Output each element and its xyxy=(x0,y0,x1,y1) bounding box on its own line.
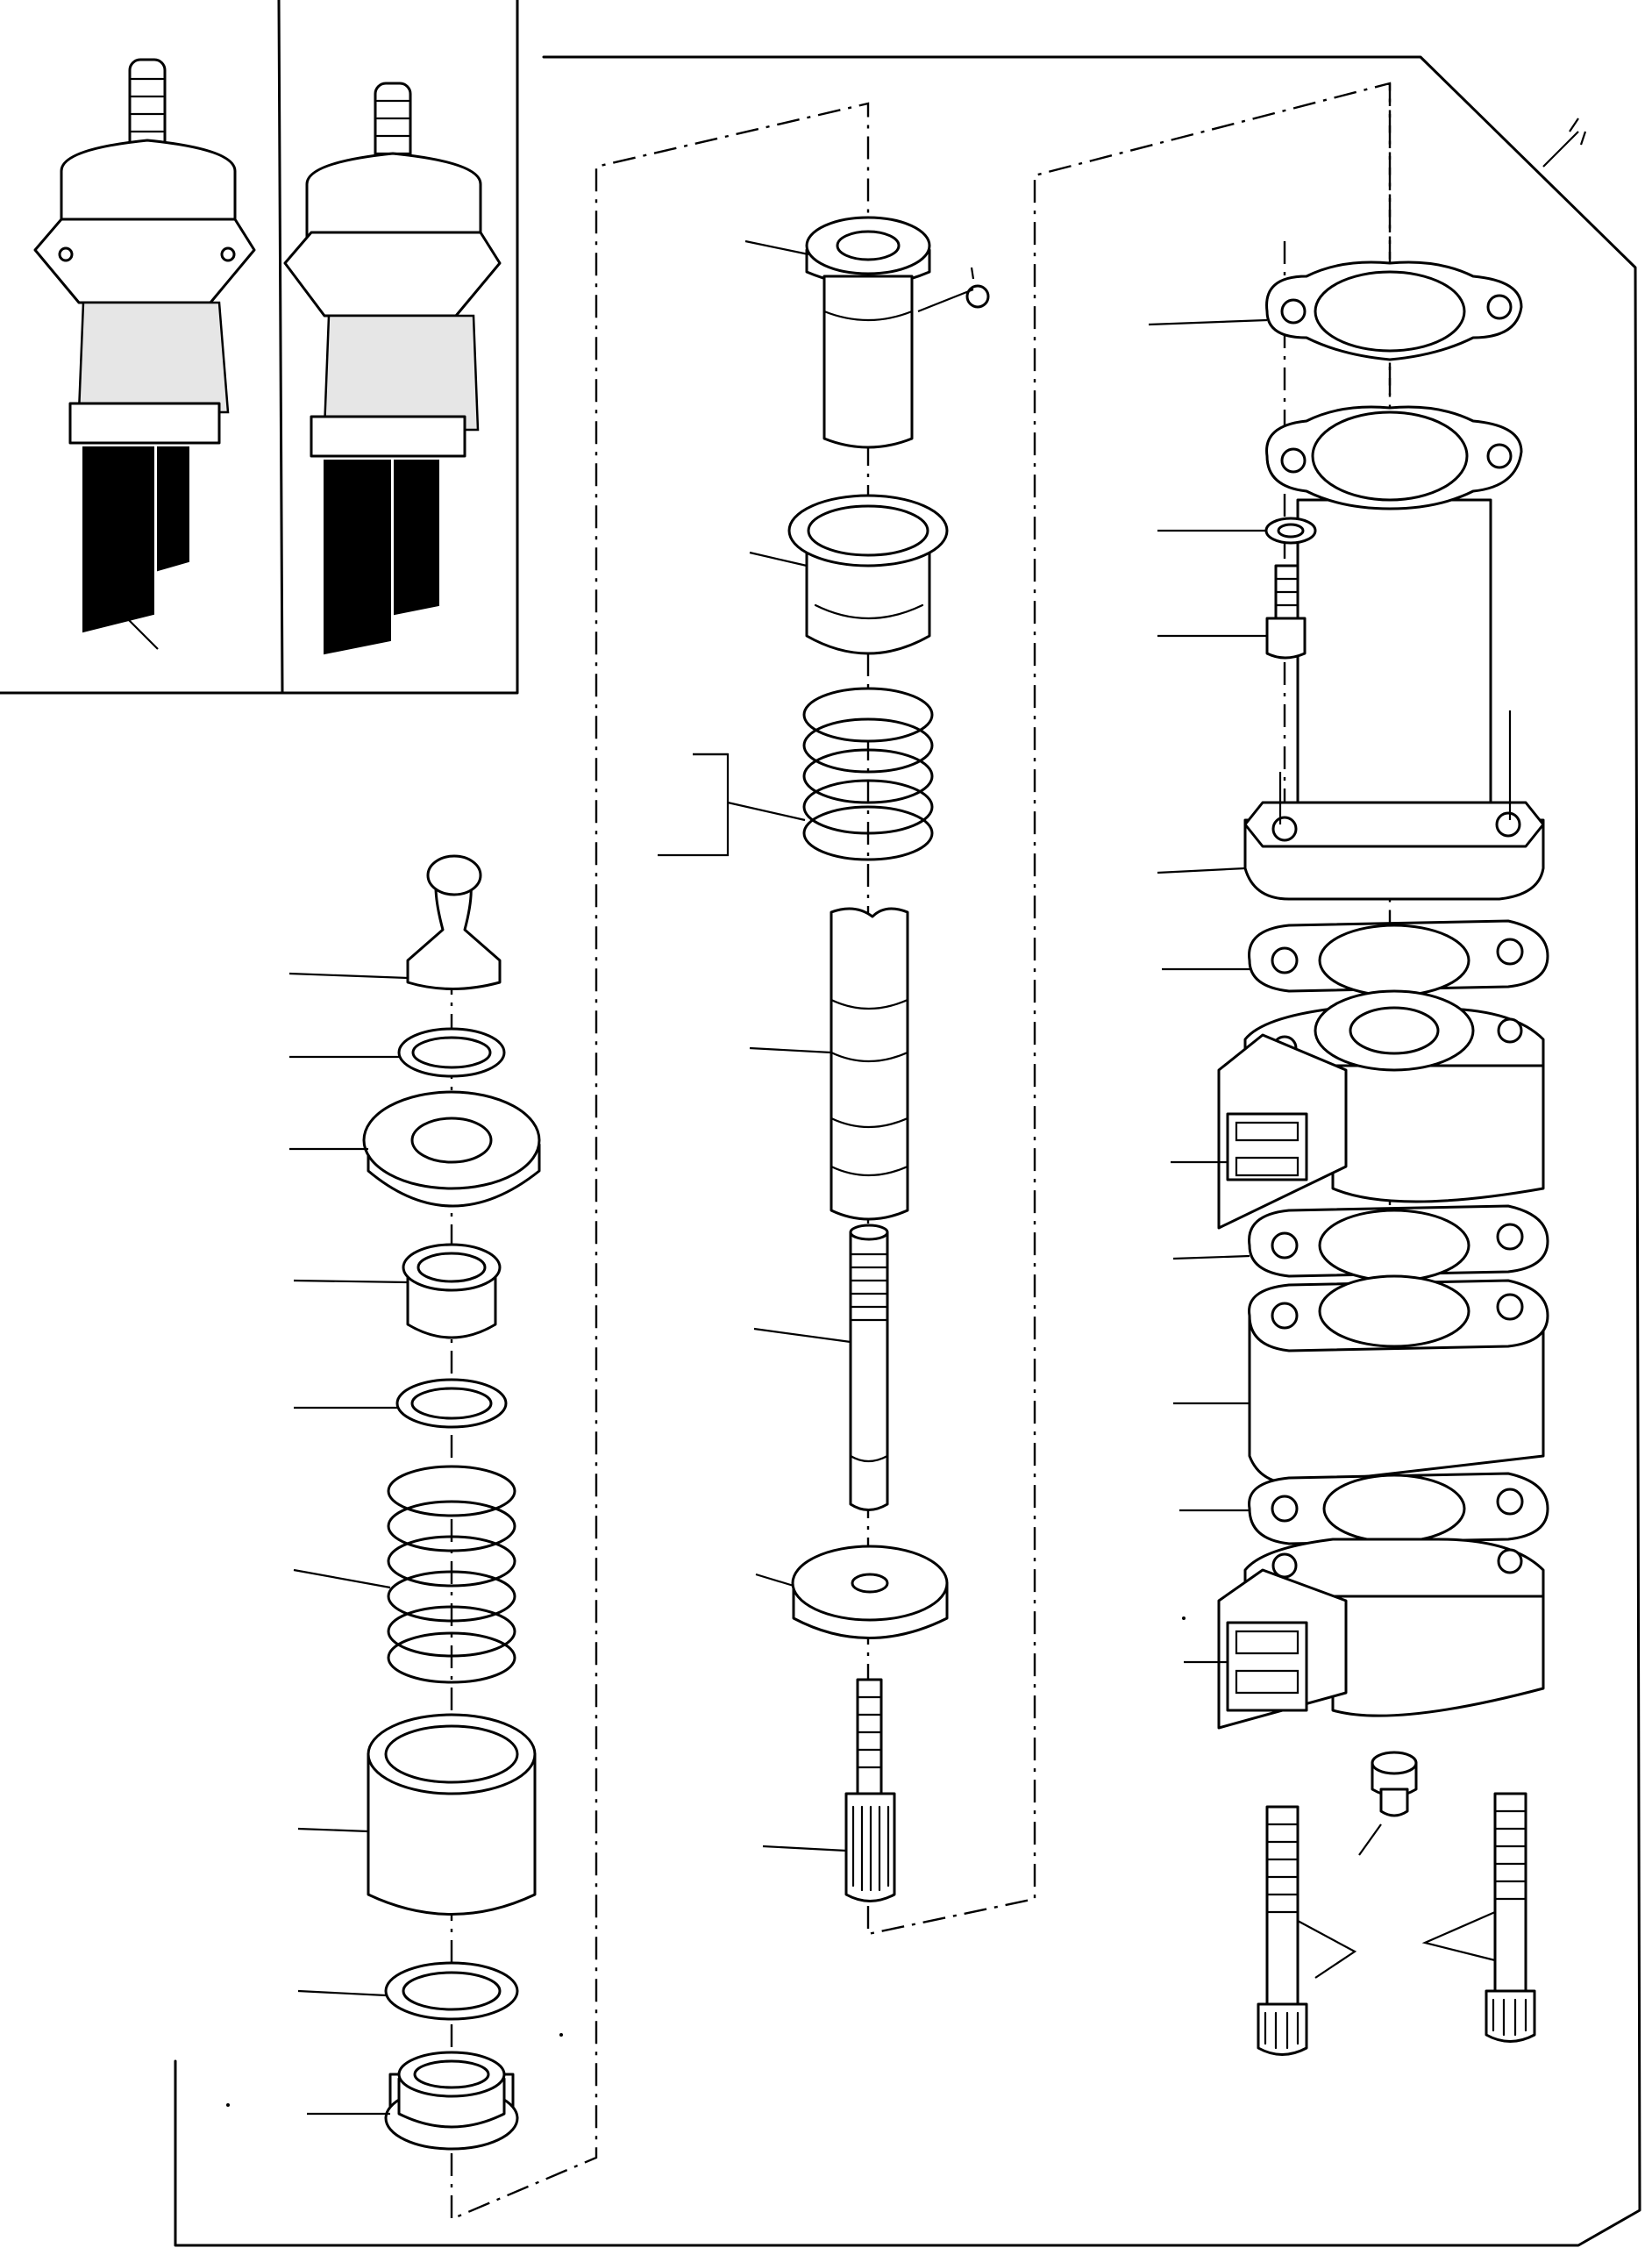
pump-leg-a xyxy=(324,460,391,655)
inset-frame xyxy=(0,0,519,695)
pump-leg-b xyxy=(157,446,189,572)
left-column xyxy=(288,854,541,2151)
housing-flange xyxy=(1243,710,1545,901)
seal-retainer xyxy=(362,1090,541,1208)
pump-body xyxy=(323,314,480,432)
cylinder-sleeve xyxy=(367,1713,537,1916)
rack-housing-upper xyxy=(1217,989,1545,1230)
inset-panels xyxy=(0,0,519,695)
spacer-block xyxy=(1248,1274,1549,1486)
right-column xyxy=(1148,260,1549,2056)
scan-speck xyxy=(559,2033,563,2037)
spring-seat xyxy=(787,494,949,655)
pump-flange xyxy=(33,218,256,304)
scan-speck xyxy=(1182,1616,1186,1620)
middle-column xyxy=(658,216,990,1902)
plunger-barrel xyxy=(805,216,990,449)
group-outline-right xyxy=(866,82,1392,1936)
group-outline-middle xyxy=(450,102,870,2221)
mid-gasket xyxy=(1248,1204,1549,1282)
pump-flange xyxy=(283,231,502,318)
right-leader-lines xyxy=(1148,318,1496,1979)
ball-pin xyxy=(406,854,502,990)
diagram-frame xyxy=(174,55,1641,2247)
assembled-pump-left xyxy=(33,58,256,650)
plunger-spring xyxy=(802,687,934,861)
left-leader-lines xyxy=(288,972,409,2116)
bushing xyxy=(402,1243,502,1339)
assembled-pump-right xyxy=(283,82,502,655)
end-bushing xyxy=(384,2051,519,2151)
top-gasket xyxy=(1265,260,1523,361)
long-bolt-right xyxy=(1485,1792,1536,2043)
pump-body xyxy=(77,301,230,414)
coil-spring xyxy=(387,1465,516,1684)
cap-screw-small xyxy=(1265,564,1307,660)
upper-housing xyxy=(1265,405,1523,870)
lower-gasket xyxy=(1248,1472,1549,1545)
group-outlines xyxy=(450,82,1392,2221)
plug-nut xyxy=(1358,1751,1418,1856)
pump-leg-a xyxy=(82,446,154,633)
rack-housing-lower xyxy=(1217,1538,1545,1730)
pump-base xyxy=(68,402,221,445)
pump-base xyxy=(310,415,466,458)
control-rod xyxy=(849,1224,889,1511)
small-ball xyxy=(965,284,990,309)
plunger xyxy=(830,907,909,1221)
adjusting-screw xyxy=(844,1678,896,1902)
long-bolt-left xyxy=(1257,1805,1308,2056)
scan-speck xyxy=(226,2103,230,2107)
inset-divider xyxy=(277,0,284,695)
thrust-washer xyxy=(791,1545,949,1639)
middle-leader-lines xyxy=(658,239,851,1852)
pump-leg-b xyxy=(394,460,439,616)
gasket-plate xyxy=(1248,919,1549,997)
